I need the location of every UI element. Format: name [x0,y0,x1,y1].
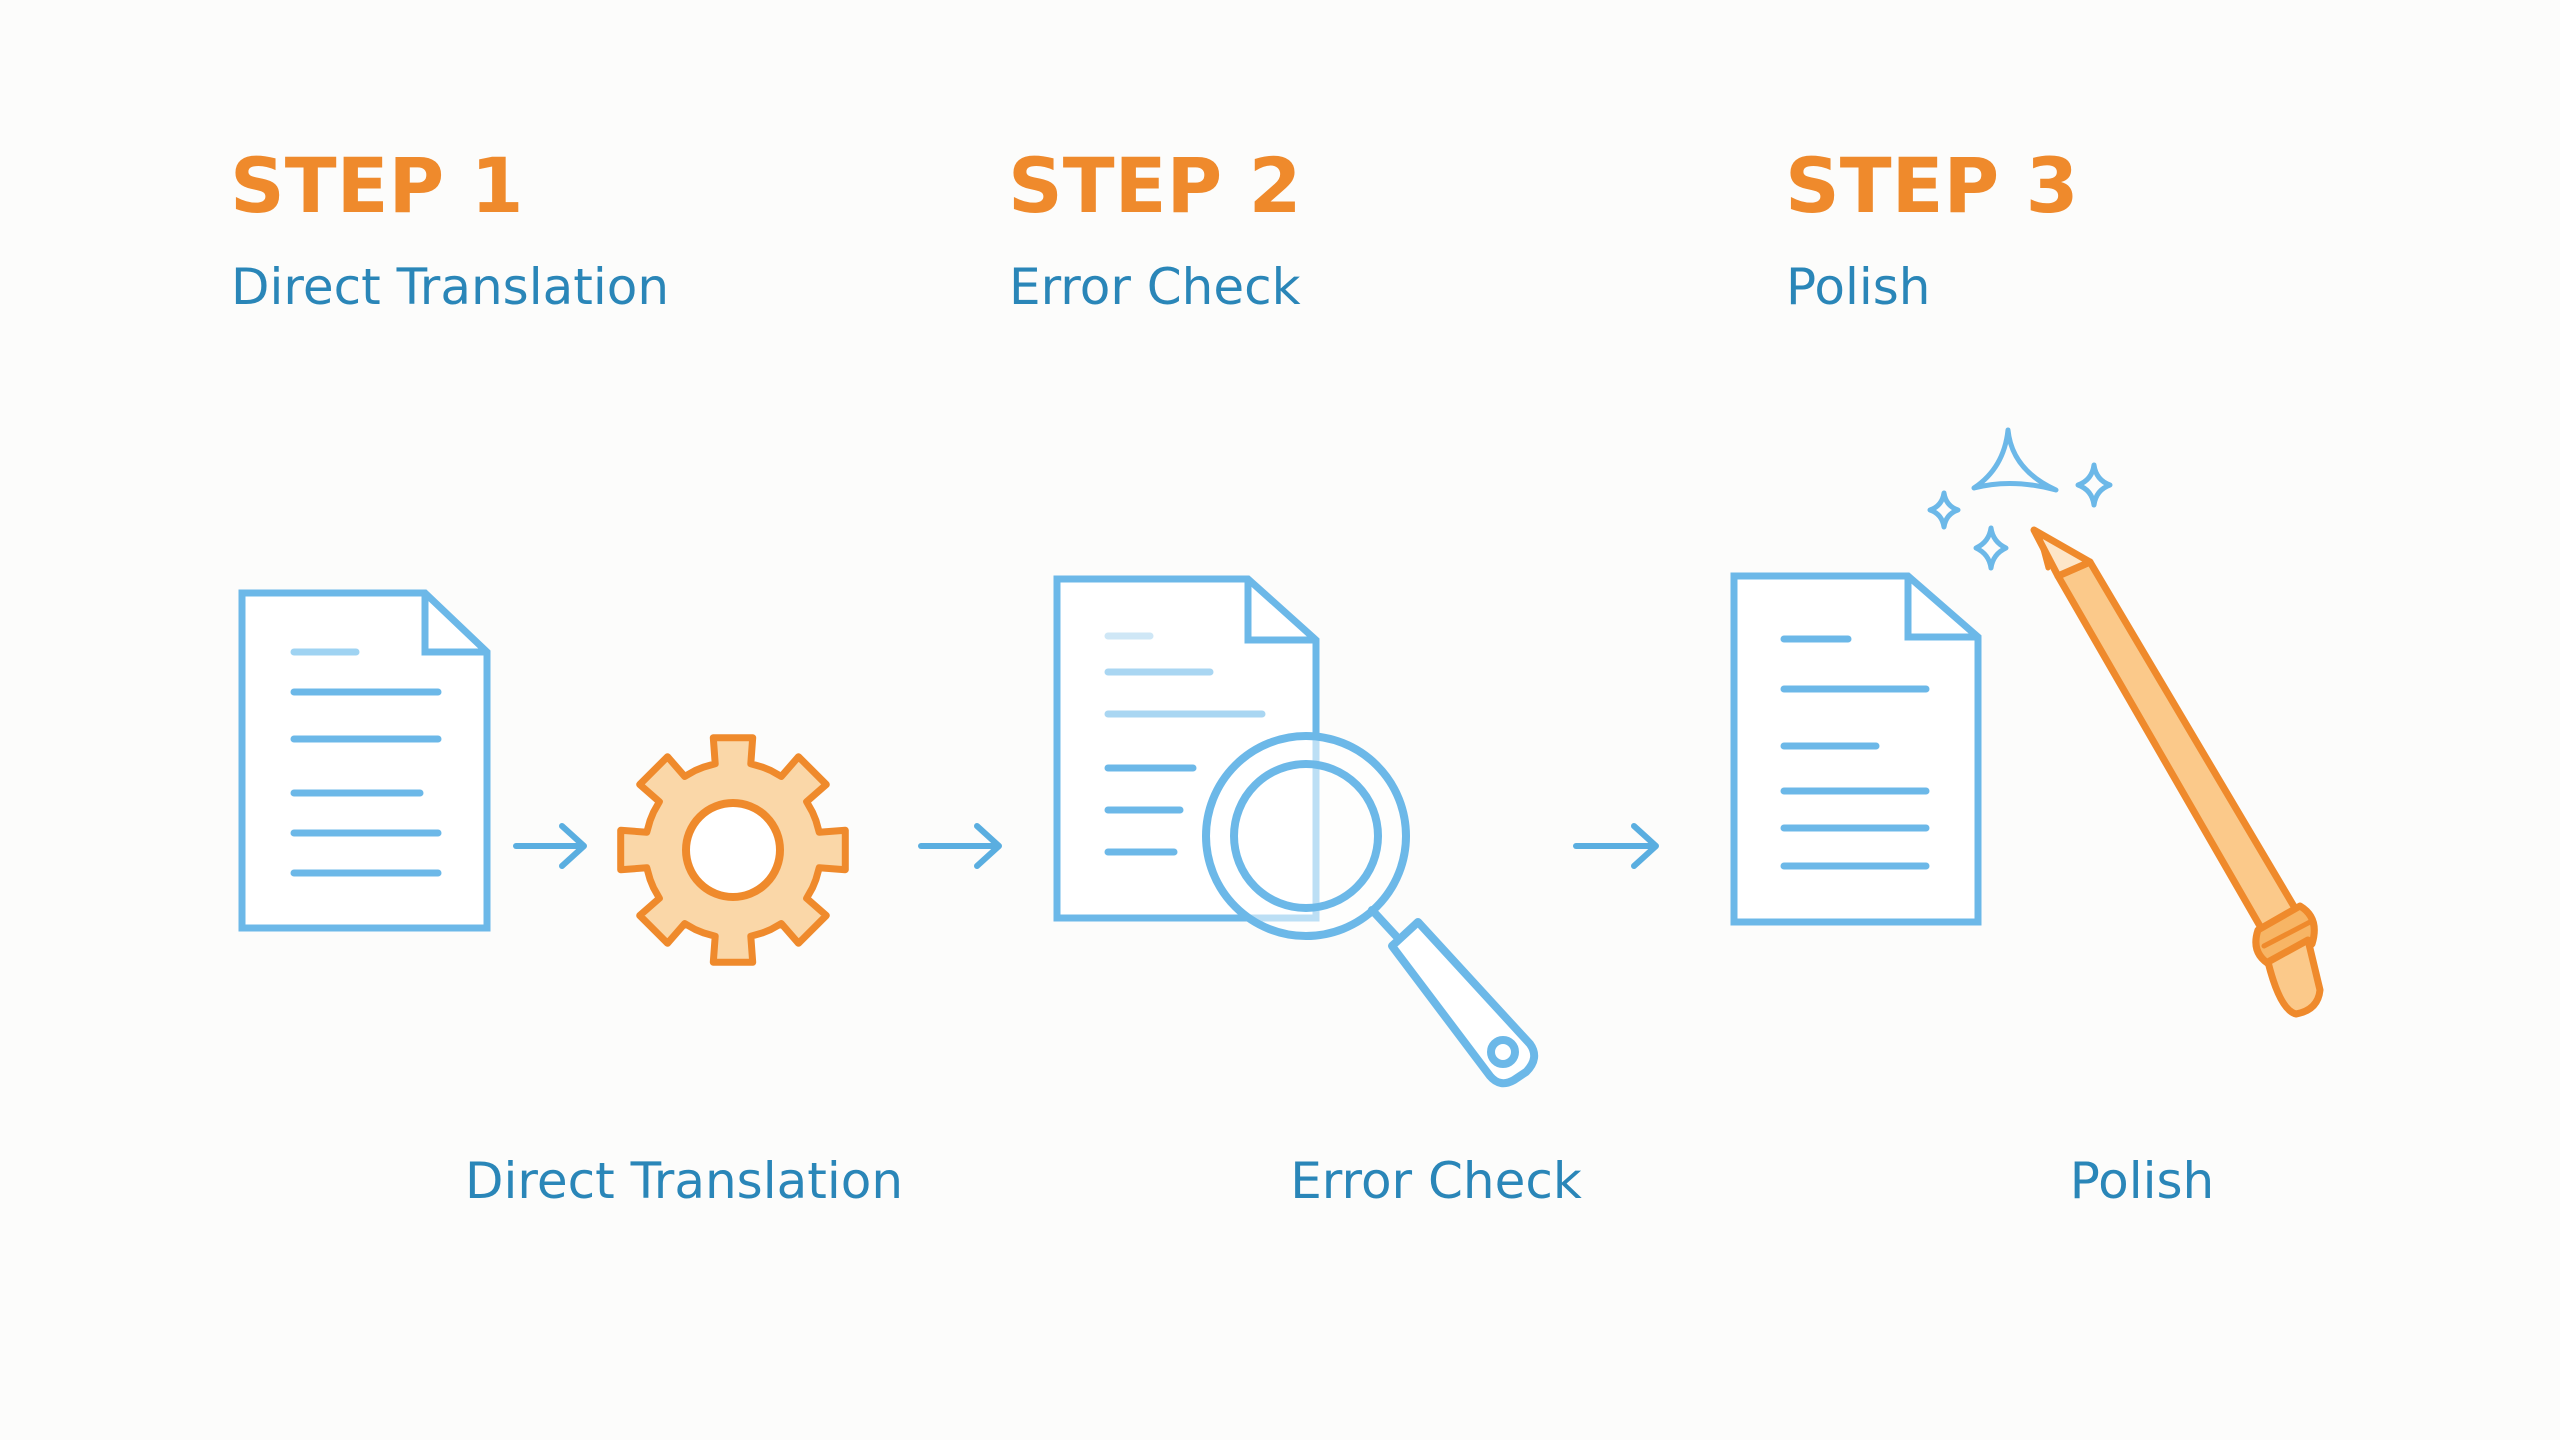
step-1-title: Direct Translation [231,258,670,316]
sparkle-icon [1927,427,2113,571]
pencil-icon [2030,526,2324,1018]
step-3-title: Polish [1786,258,1931,316]
document-icon [238,589,491,932]
gear-icon [617,734,849,966]
step-2-caption: Error Check [1290,1152,1582,1210]
arrow-icon [1573,823,1659,869]
step-2-title: Error Check [1009,258,1301,316]
step-1-number: STEP 1 [230,141,524,230]
step-3-caption: Polish [2069,1152,2215,1210]
arrow-icon [918,823,1002,869]
arrow-icon [513,823,587,869]
step-1-caption: Direct Translation [464,1152,904,1210]
document-icon [1730,572,1982,926]
magnifying-glass-icon [1202,732,1539,1088]
step-2-number: STEP 2 [1008,141,1302,230]
step-3-number: STEP 3 [1785,141,2079,230]
